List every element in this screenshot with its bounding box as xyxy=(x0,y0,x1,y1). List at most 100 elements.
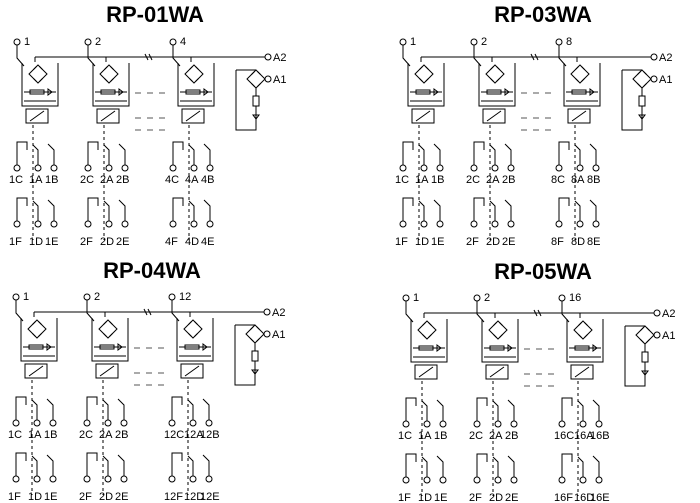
coil-lead xyxy=(476,301,485,323)
contact-wire xyxy=(473,197,485,222)
contact-wire xyxy=(86,452,98,477)
contact-terminal xyxy=(436,220,444,228)
contact-label: 4D xyxy=(185,236,199,248)
led-icon xyxy=(433,88,439,96)
a1-label: A1 xyxy=(273,74,286,86)
coil-box xyxy=(567,108,591,124)
contact-wire xyxy=(46,398,54,421)
contact-wire xyxy=(102,399,109,421)
coil-terminal xyxy=(558,294,566,302)
contact-wire xyxy=(421,400,428,422)
coil-box xyxy=(570,364,594,380)
coil-lead xyxy=(402,45,411,67)
contact-wire xyxy=(202,454,210,477)
contact-terminal xyxy=(491,220,499,228)
coil-box xyxy=(180,363,204,379)
a2-label: A2 xyxy=(273,52,286,64)
a2-label: A2 xyxy=(272,307,285,319)
contact-terminal xyxy=(491,164,499,172)
a2-terminal xyxy=(263,308,271,316)
contact-terminal xyxy=(205,475,213,483)
coil-terminal xyxy=(402,294,410,302)
contact-wire xyxy=(118,143,126,166)
contact-wire xyxy=(46,454,54,477)
contact-label: 2E xyxy=(116,236,129,248)
contact-label: 2B xyxy=(116,174,129,186)
contact-terminal xyxy=(169,164,177,172)
contact-terminal xyxy=(579,420,587,428)
rectifier-bridge xyxy=(570,64,590,84)
led-icon xyxy=(252,114,260,120)
contact-terminal xyxy=(494,420,502,428)
coil-terminal xyxy=(168,293,176,301)
contact-wire xyxy=(433,199,441,222)
relay-number: 1 xyxy=(410,36,416,48)
diode-marks xyxy=(419,66,429,82)
rectifier-bridge xyxy=(246,69,266,89)
contact-wire xyxy=(577,456,584,478)
contact-terminal xyxy=(470,164,478,172)
contact-wire xyxy=(561,453,573,478)
contact-terminal xyxy=(13,164,21,172)
contact-terminal xyxy=(12,475,20,483)
relay-number: 12 xyxy=(179,291,191,303)
contact-wire xyxy=(492,456,499,478)
contact-terminal xyxy=(420,164,428,172)
led-icon xyxy=(436,344,442,352)
coil-diagonal xyxy=(489,366,505,378)
contact-wire xyxy=(402,197,414,222)
diode-marks xyxy=(575,66,585,82)
contact-label: 12E xyxy=(200,491,220,503)
contact-wire xyxy=(103,200,110,222)
coil-diagonal xyxy=(184,365,200,377)
contact-label: 16D xyxy=(574,492,594,503)
contact-wire xyxy=(188,200,195,222)
coil-box xyxy=(485,364,509,380)
contact-wire xyxy=(86,396,98,421)
contact-terminal xyxy=(473,476,481,484)
a2-terminal xyxy=(653,309,661,317)
contact-wire xyxy=(32,200,39,222)
contact-terminal xyxy=(169,220,177,228)
contact-label: 1C xyxy=(398,430,412,442)
contact-terminal xyxy=(470,220,478,228)
coil-box xyxy=(25,108,49,124)
contact-wire xyxy=(436,455,444,478)
module-outline xyxy=(481,319,519,363)
rectifier-bridge xyxy=(632,69,652,89)
relay-number: 2 xyxy=(484,292,490,304)
contact-terminal xyxy=(12,419,20,427)
contact-wire xyxy=(31,455,38,477)
contact-label: 1E xyxy=(434,492,447,503)
led-icon xyxy=(117,343,123,351)
coil-diagonal xyxy=(100,110,116,122)
a2-terminal xyxy=(264,53,272,61)
contact-wire xyxy=(172,141,184,166)
contact-wire xyxy=(203,199,211,222)
relay-number: 4 xyxy=(180,36,186,48)
resistor xyxy=(638,95,646,107)
contact-terminal xyxy=(120,419,128,427)
coil-lead xyxy=(558,45,567,67)
contact-terminal xyxy=(83,419,91,427)
panel-title: RP-04WA xyxy=(103,258,201,283)
rectifier-bridge xyxy=(98,319,118,339)
contact-terminal xyxy=(576,220,584,228)
contact-terminal xyxy=(555,220,563,228)
rectifier-bridge xyxy=(635,325,655,345)
contact-wire xyxy=(47,143,55,166)
contact-terminal xyxy=(206,164,214,172)
contact-label: 8A xyxy=(571,174,585,186)
contact-terminal xyxy=(105,220,113,228)
contact-terminal xyxy=(33,419,41,427)
contact-wire xyxy=(489,200,496,222)
contact-terminal xyxy=(190,164,198,172)
common-wire xyxy=(235,70,257,131)
contact-terminal xyxy=(120,475,128,483)
contact-wire xyxy=(574,144,581,166)
coil-terminal xyxy=(555,38,563,46)
panel-title: RP-01WA xyxy=(106,2,204,27)
contact-wire xyxy=(31,399,38,421)
contact-label: 1D xyxy=(415,236,429,248)
contact-label: 8D xyxy=(571,236,585,248)
